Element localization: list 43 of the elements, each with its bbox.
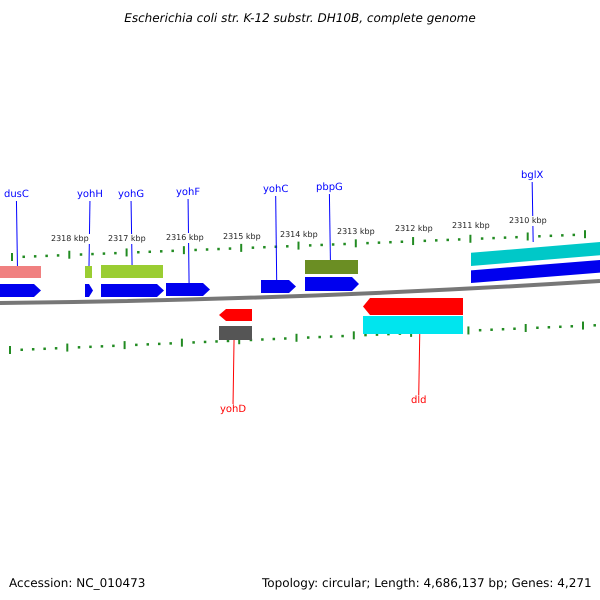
leader-line [16,200,18,266]
leader-line [188,198,190,284]
gene-feature [101,284,164,297]
gene-feature [363,316,463,334]
gene-label: dusC [4,190,29,200]
tick-label: 2313 kbp [336,227,376,237]
footer-text: Accession: NC_010473 [9,577,146,589]
gene-feature [305,277,359,291]
gene-label: dld [411,396,426,406]
gene-label: yohC [263,185,288,195]
gene-feature [0,266,41,278]
gene-feature [363,298,463,315]
gene-feature [166,283,210,296]
gene-feature [85,284,93,297]
gene-feature [85,266,92,278]
leader-line [275,196,278,280]
gene-label: yohF [176,188,200,198]
tick-label: 2310 kbp [508,216,548,226]
gene-feature [471,260,600,283]
gene-label: pbpG [316,183,343,193]
gene-label: bglX [521,171,544,181]
leader-line [232,340,235,404]
gene-label: yohG [118,190,144,200]
tick-label: 2317 kbp [107,234,147,244]
gene-feature [471,242,600,266]
gene-feature [219,326,252,340]
gene-feature [219,309,252,321]
gene-label: yohD [220,405,246,415]
tick-label: 2316 kbp [165,233,205,243]
tick-label: 2314 kbp [279,230,319,240]
gene-label: yohH [77,190,103,200]
tick-label: 2312 kbp [394,224,434,234]
gene-feature [0,284,41,297]
gene-feature [305,260,358,274]
tick-label: 2318 kbp [50,234,90,244]
leader-line [418,334,420,396]
leader-line [130,200,133,266]
footer-text: Topology: circular; Length: 4,686,137 bp; Genes: 4,271 [262,577,592,589]
tick-label: 2311 kbp [451,221,491,231]
gene-feature [261,280,296,293]
gene-feature [101,265,163,278]
tick-label: 2315 kbp [222,232,262,242]
title: Escherichia coli str. K-12 substr. DH10B, complete genome [123,12,477,24]
